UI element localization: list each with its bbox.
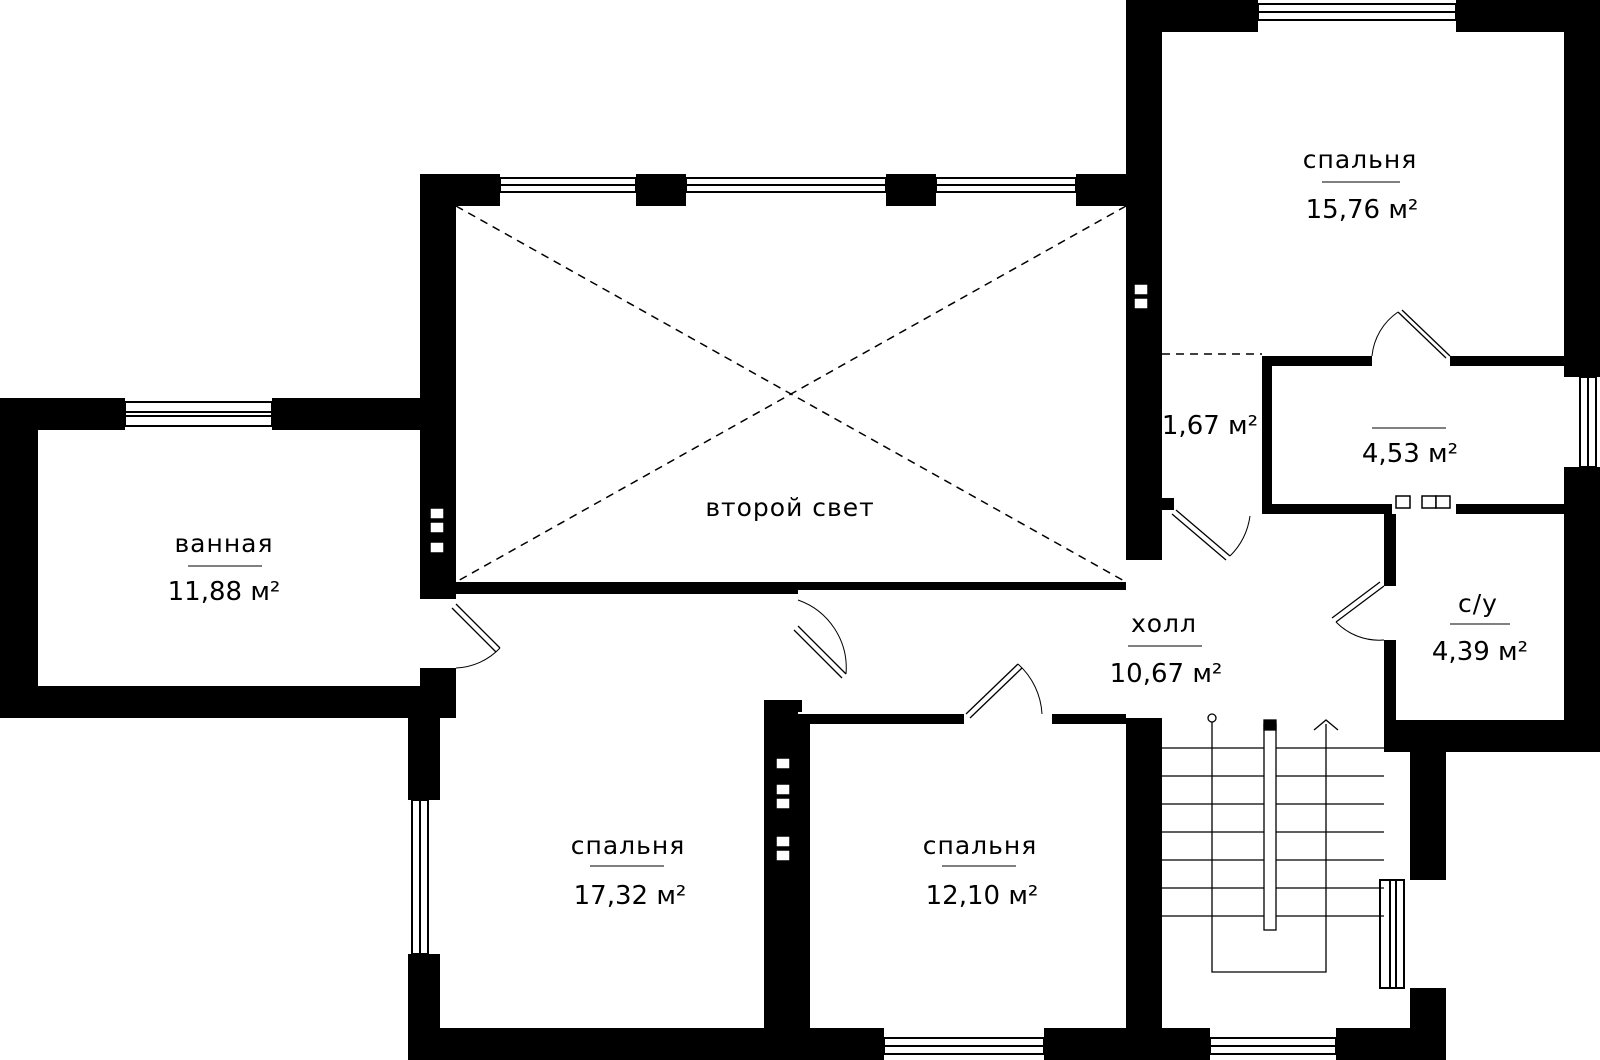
room-wc: с/у 4,39 м² (1432, 589, 1528, 667)
doors (451, 309, 1451, 719)
room-labels: спальня 15,76 м² второй свет 1,67 м² 4,5… (168, 145, 1528, 911)
room-name: спальня (923, 831, 1038, 860)
room-storage: 4,53 м² (1362, 439, 1458, 469)
room-name: с/у (1458, 589, 1498, 618)
staircase (1162, 713, 1384, 973)
room-area: 4,53 м² (1362, 439, 1458, 469)
room-area: 4,39 м² (1432, 637, 1528, 667)
room-bedroom-s: спальня 12,10 м² (923, 831, 1039, 911)
void-cross (455, 205, 1262, 583)
room-bathroom: ванная 11,88 м² (168, 529, 281, 607)
room-area: 15,76 м² (1306, 195, 1419, 225)
room-closet: 1,67 м² (1162, 411, 1258, 441)
room-bedroom-ne: спальня 15,76 м² (1303, 145, 1419, 225)
room-name: второй свет (705, 493, 874, 522)
room-void: второй свет (705, 493, 874, 522)
outlets (429, 283, 1451, 862)
label-underlines (188, 181, 1510, 867)
room-area: 12,10 м² (926, 881, 1039, 911)
room-area: 1,67 м² (1162, 411, 1258, 441)
room-name: спальня (571, 831, 686, 860)
room-area: 11,88 м² (168, 577, 281, 607)
room-name: холл (1131, 609, 1197, 638)
windows (124, 3, 1597, 1055)
room-bedroom-sw: спальня 17,32 м² (571, 831, 687, 911)
room-area: 10,67 м² (1110, 659, 1223, 689)
room-hall: холл 10,67 м² (1110, 609, 1223, 689)
room-name: ванная (174, 529, 273, 558)
room-name: спальня (1303, 145, 1418, 174)
room-area: 17,32 м² (574, 881, 687, 911)
